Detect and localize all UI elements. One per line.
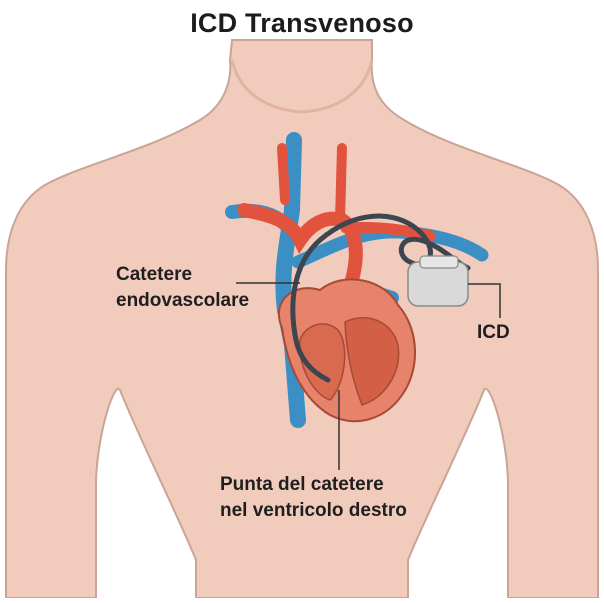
label-catheter-line2: endovascolare [116, 288, 249, 314]
label-catheter: Catetere endovascolare [116, 262, 249, 314]
label-catheter-line1: Catetere [116, 262, 249, 288]
carotid-left [282, 148, 285, 200]
label-catheter-tip: Punta del catetere nel ventricolo destro [220, 472, 407, 524]
label-tip-line1: Punta del catetere [220, 472, 407, 498]
icd-header [420, 256, 458, 268]
diagram-title: ICD Transvenoso [0, 8, 604, 39]
label-icd: ICD [477, 320, 510, 346]
carotid-right [340, 148, 342, 220]
label-tip-line2: nel ventricolo destro [220, 498, 407, 524]
